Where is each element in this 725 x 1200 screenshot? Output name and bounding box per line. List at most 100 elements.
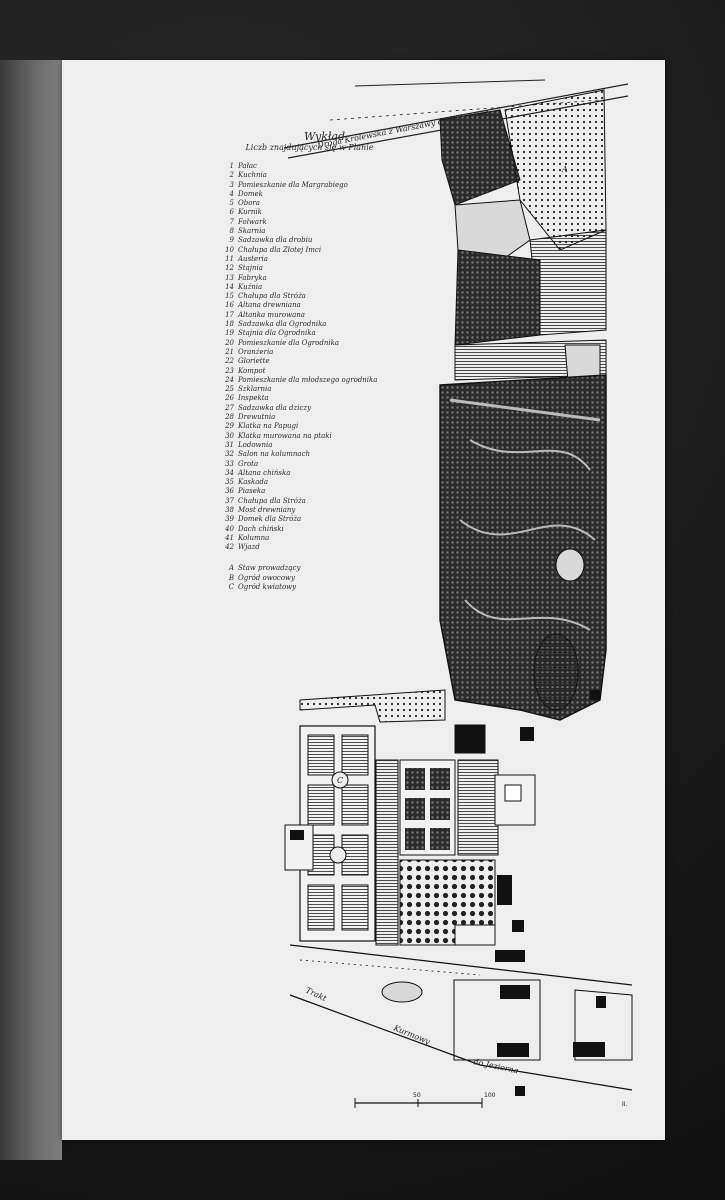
legend-item-number: A — [228, 564, 234, 573]
legend-item-label: Pomieszkanie dla Margrabiego — [238, 180, 348, 189]
legend-item-number: 13 — [225, 273, 234, 282]
legend-item-label: Ogród kwiatowy — [238, 583, 297, 592]
legend-item-number: 37 — [225, 496, 234, 505]
legend-item-label: Kuchnia — [238, 171, 267, 180]
legend-item: 32 Salon na kolumnach — [222, 450, 397, 459]
legend-item-label: Ogród owocowy — [238, 573, 295, 582]
legend-item: 20 Pomieszkanie dla Ogrodnika — [222, 339, 397, 348]
legend-subtitle: Liczb znajdujących się w Planie — [245, 143, 374, 152]
legend-item-number: 2 — [229, 171, 234, 180]
legend-item-label: Klatka na Papugi — [238, 422, 299, 431]
legend-item-number: 9 — [229, 236, 234, 245]
legend-item-label: Klatka murowana na ptaki — [238, 431, 332, 440]
legend-item-label: Most drewniany — [238, 505, 296, 514]
legend-item-number: 18 — [225, 320, 234, 329]
legend-item-label: Kurnik — [238, 208, 262, 217]
legend-item-label: Chałupa dla Złotej Imci — [238, 245, 322, 254]
legend-item-label: Stajnia dla Ogrodnika — [238, 329, 316, 338]
legend-item-label: Oranżeria — [238, 347, 274, 356]
legend-item: 6 Kurnik — [222, 208, 397, 217]
scale-end-label: 100 — [484, 1092, 496, 1099]
legend-item: B Ogród owocowy — [222, 574, 397, 583]
landscape-park — [439, 374, 607, 721]
legend-item-number: 19 — [225, 329, 234, 338]
legend-item-label: Kompot — [238, 366, 266, 375]
legend-item-number: 41 — [225, 533, 234, 542]
legend-item-number: 27 — [225, 403, 234, 412]
legend-item-label: Sadzawka dla drobiu — [238, 236, 313, 245]
legend-item-label: Dach chiński — [238, 524, 284, 533]
marker-a: A — [561, 165, 568, 174]
legend-item-number: 4 — [229, 189, 234, 198]
legend-item-label: Wjazd — [238, 543, 260, 552]
legend-item-number: 12 — [225, 264, 234, 273]
legend-item-number: 21 — [225, 347, 234, 356]
legend-item-label: Inspekta — [238, 394, 269, 403]
legend-item-label: Altana drewniana — [238, 301, 301, 310]
legend-item-number: 34 — [225, 468, 234, 477]
legend: Wykład Liczb znajdujących się w Planie 1… — [222, 130, 397, 592]
legend-item-number: 25 — [225, 385, 234, 394]
legend-item-label: Gloriette — [238, 357, 270, 366]
legend-item-number: 32 — [225, 450, 234, 459]
legend-item-number: 40 — [225, 524, 234, 533]
legend-item-number: 39 — [225, 515, 234, 524]
legend-item-number: 35 — [225, 478, 234, 487]
corner-mark: II. — [622, 1101, 628, 1108]
road-bottom — [289, 944, 633, 1091]
legend-item-label: Skarnia — [238, 227, 266, 236]
legend-item-number: 17 — [225, 310, 234, 319]
legend-item: 25 Szklarnia — [222, 385, 397, 394]
legend-item-number: 31 — [225, 440, 234, 449]
legend-item: 7 Folwark — [222, 218, 397, 227]
legend-item-number: 7 — [229, 217, 234, 226]
legend-item-number: 10 — [225, 245, 234, 254]
legend-item-label: Salon na kolumnach — [238, 450, 311, 459]
legend-item-label: Pomieszkanie dla Ogrodnika — [238, 338, 340, 347]
legend-item: 19 Stajnia dla Ogrodnika — [222, 329, 397, 338]
legend-item-label: Staw prowadzący — [238, 564, 301, 573]
scale-mid-label: 50 — [413, 1092, 421, 1099]
legend-item-number: 29 — [225, 422, 234, 431]
legend-item-label: Szklarnia — [238, 385, 272, 394]
palace-area — [299, 689, 600, 754]
legend-item-label: Drewutnia — [238, 413, 276, 422]
legend-item-number: 6 — [229, 208, 234, 217]
legend-item-label: Austeria — [238, 254, 268, 263]
road-label-bottom-1: Trakt — [304, 986, 328, 1004]
legend-item-label: Obora — [238, 199, 260, 208]
legend-item-number: 1 — [229, 162, 234, 170]
legend-item-number: 36 — [225, 487, 234, 496]
palace-building — [454, 724, 486, 754]
legend-item: 38 Most drewniany — [222, 506, 397, 515]
legend-item-number: 28 — [225, 413, 234, 422]
legend-title: Wykład — [303, 130, 346, 143]
legend-item-label: Folwark — [238, 217, 267, 226]
legend-item-number: 38 — [225, 505, 234, 514]
legend-item-number: 20 — [225, 338, 234, 347]
legend-item-label: Piaseka — [238, 487, 266, 496]
legend-item-label: Kolumna — [238, 533, 270, 542]
legend-item-label: Pomieszkanie dla młodszego ogrodnika — [238, 375, 378, 384]
legend-item-number: B — [228, 573, 234, 582]
book-spine — [0, 60, 62, 1160]
legend-item-number: 8 — [229, 227, 234, 236]
